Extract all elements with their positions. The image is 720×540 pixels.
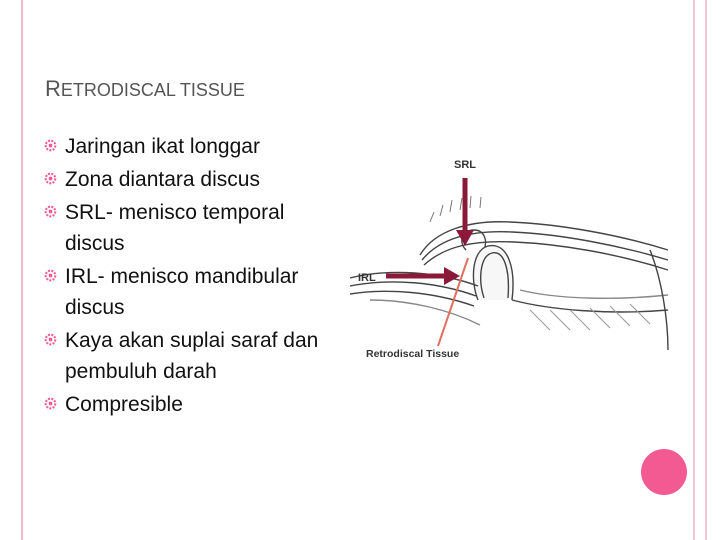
label-retrodiscal-tissue: Retrodiscal Tissue bbox=[366, 348, 459, 360]
bullet-text: SRL- menisco temporal discus bbox=[65, 201, 285, 255]
bullet-text: Jaringan ikat longgar bbox=[65, 135, 260, 158]
slide-title: RETRODISCAL TISSUE bbox=[45, 76, 245, 102]
gear-bullet-icon bbox=[44, 172, 57, 185]
bullet-list: Jaringan ikat longgar Zona diantara disc… bbox=[44, 131, 334, 422]
title-rest: ETRODISCAL TISSUE bbox=[60, 80, 245, 100]
gear-bullet-icon bbox=[44, 397, 57, 410]
gear-bullet-icon bbox=[44, 269, 57, 282]
bullet-text: Kaya akan suplai saraf dan pembuluh dara… bbox=[65, 329, 319, 383]
gear-bullet-icon bbox=[44, 333, 57, 346]
label-srl: SRL bbox=[454, 159, 476, 171]
gear-bullet-icon bbox=[44, 205, 57, 218]
bullet-text: Zona diantara discus bbox=[65, 168, 260, 191]
title-initial: R bbox=[45, 76, 61, 101]
bullet-item: Compresible bbox=[44, 389, 334, 420]
gear-bullet-icon bbox=[44, 139, 57, 152]
bullet-item: IRL- menisco mandibular discus bbox=[44, 261, 334, 323]
decorative-pink-circle bbox=[641, 449, 687, 495]
right-decorative-rule-inner bbox=[705, 0, 707, 540]
anatomy-drawing bbox=[350, 195, 669, 351]
tmj-anatomy-illustration: SRL IRL Retrodiscal Tissue bbox=[350, 159, 669, 360]
right-decorative-rule bbox=[693, 0, 695, 540]
left-decorative-rule bbox=[0, 0, 23, 540]
label-irl: IRL bbox=[358, 272, 376, 284]
bullet-item: Kaya akan suplai saraf dan pembuluh dara… bbox=[44, 325, 334, 387]
srl-arrow bbox=[456, 178, 474, 246]
bullet-text: Compresible bbox=[65, 393, 183, 416]
bullet-item: Zona diantara discus bbox=[44, 164, 334, 195]
bullet-text: IRL- menisco mandibular discus bbox=[65, 265, 299, 319]
bullet-item: Jaringan ikat longgar bbox=[44, 131, 334, 162]
retrodiscal-pointer bbox=[437, 257, 469, 347]
irl-arrow bbox=[386, 267, 460, 285]
bullet-item: SRL- menisco temporal discus bbox=[44, 197, 334, 259]
